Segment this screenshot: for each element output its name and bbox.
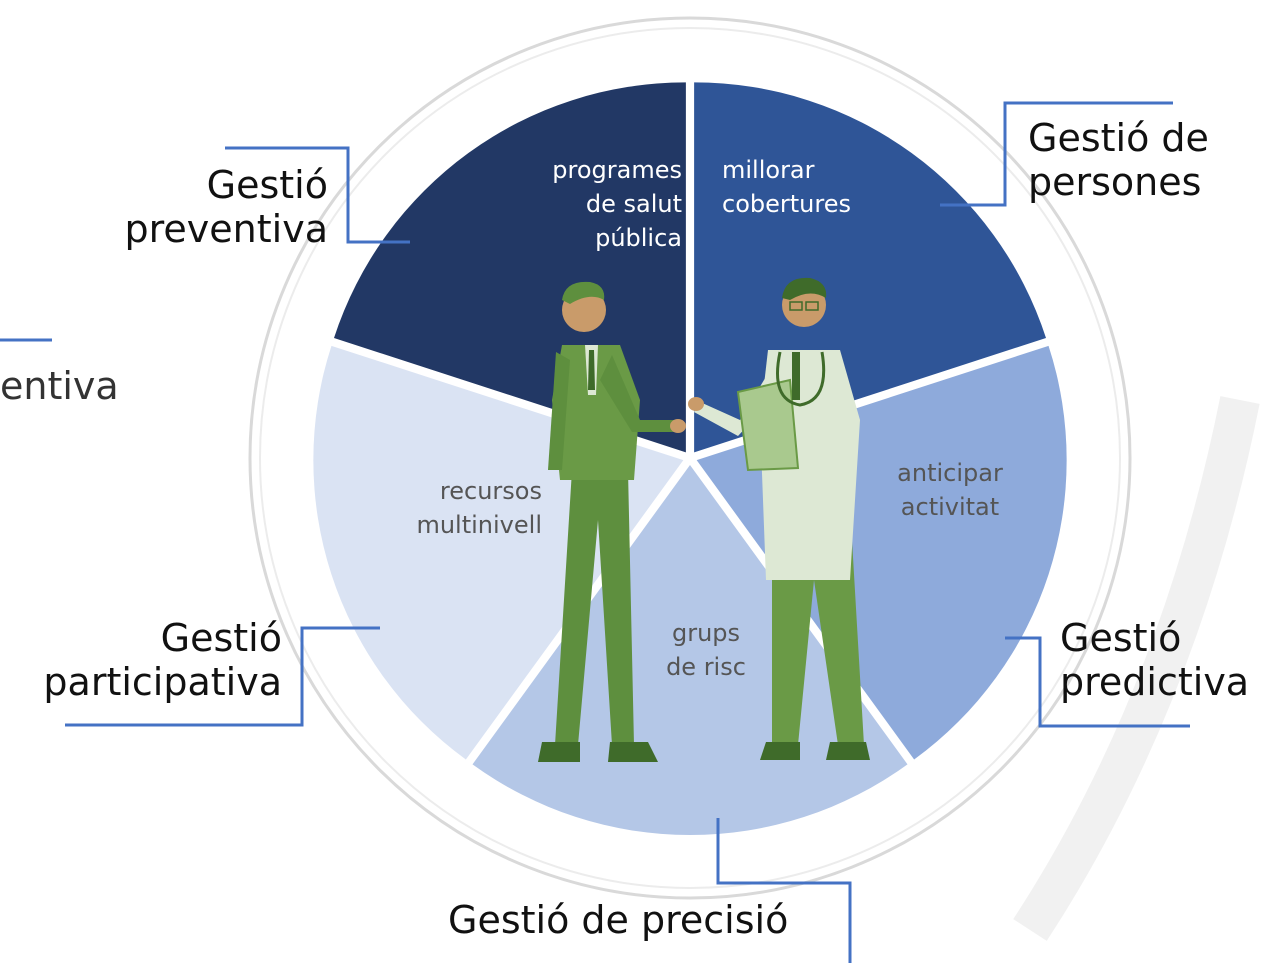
segment-text-predictiva: anticipar activitat	[897, 459, 1003, 521]
outer-ring	[248, 16, 1132, 900]
connector-precisio	[716, 818, 852, 963]
doctor-figure	[688, 277, 870, 760]
connector-participativa	[65, 626, 380, 727]
segment-text-persones: millorar cobertures	[722, 156, 851, 218]
label-gestio-predictiva: Gestió predictiva	[1060, 616, 1250, 704]
watermark-arc	[1013, 396, 1260, 941]
label-gestio-participativa: Gestió participativa	[43, 616, 282, 704]
connector-lines	[0, 101, 1190, 963]
outer-ring-inner	[259, 27, 1121, 889]
businessman-figure	[538, 281, 686, 762]
connector-preventiva	[225, 146, 410, 244]
segment-text-preventiva: programes de salut pública	[552, 156, 682, 252]
label-gestio-preventiva: Gestió preventiva	[124, 163, 328, 251]
connector-persones	[940, 101, 1173, 207]
segment-text-participativa: recursos multinivell	[416, 477, 542, 539]
segment-text-precisio: grups de risc	[666, 619, 746, 681]
label-gestio-precisio: Gestió de precisió	[448, 898, 789, 942]
label-gestio-persones: Gestió de persones	[1028, 116, 1209, 204]
label-cutoff-fragment: entiva	[0, 364, 119, 408]
connector-predictiva	[1005, 636, 1190, 728]
